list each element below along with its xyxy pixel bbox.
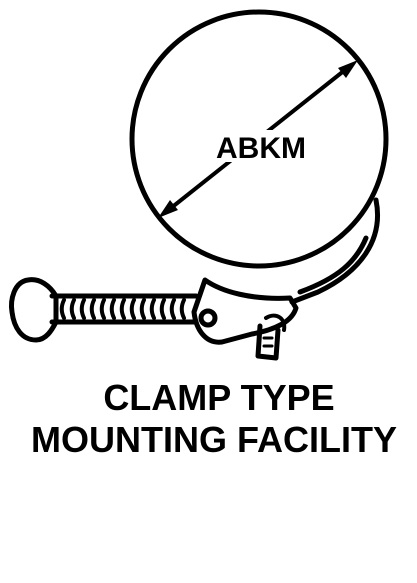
- dimension-label: ABKM: [216, 132, 306, 165]
- clamp-band: [289, 197, 380, 305]
- diameter-arrowheads: [158, 60, 358, 218]
- screw-handle: [9, 277, 59, 343]
- clamp-band-inner: [297, 235, 369, 295]
- screw-threads: [59, 298, 186, 320]
- clamp-circle: [129, 9, 389, 269]
- dimension-label-bg: [212, 130, 308, 162]
- caption-line-1: CLAMP TYPE: [103, 377, 334, 418]
- screw-shaft: [49, 293, 199, 325]
- clamp-illustration: [9, 9, 389, 361]
- clamp-hole: [198, 308, 218, 328]
- arrowhead-top: [338, 60, 358, 78]
- caption-line-2: MOUNTING FACILITY: [31, 419, 397, 460]
- arrowhead-bottom: [158, 200, 178, 218]
- clamp-latch: [255, 323, 281, 361]
